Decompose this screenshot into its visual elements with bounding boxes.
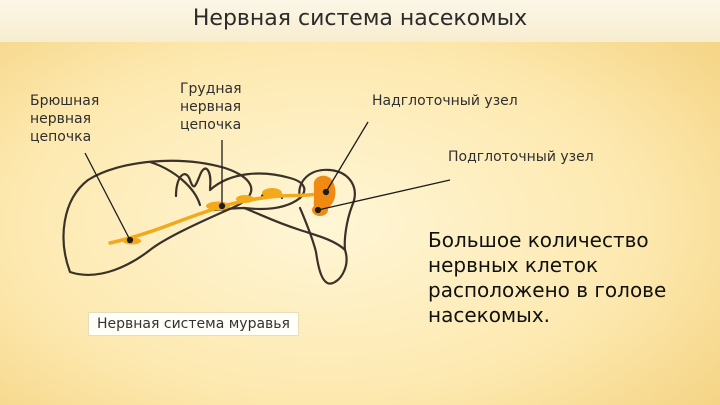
abdomen-segment-line (148, 160, 202, 207)
note-text: Большое количество нервных клеток распол… (428, 228, 667, 327)
label-supraesophageal-ganglion: Надглоточный узел (372, 93, 518, 109)
nerve-cord (108, 192, 320, 245)
label-subesophageal-ganglion: Подглоточный узел (448, 149, 594, 165)
pointer-supraesophageal (325, 121, 369, 193)
pointer-thoracic-dot (218, 202, 226, 210)
head-outline (298, 168, 356, 285)
title-band (0, 0, 720, 42)
petiole-outline (174, 167, 212, 198)
thoracic-ganglion-3 (262, 188, 282, 198)
pointer-supraesophageal-dot (322, 188, 330, 196)
pointer-subesophageal-dot (314, 206, 322, 214)
diagram-caption: Нервная система муравья (88, 312, 299, 336)
thorax-lower-outline (242, 206, 347, 252)
thoracic-ganglion-2 (236, 195, 254, 203)
pointer-abdominal (84, 152, 131, 241)
thoracic-ganglion-1 (206, 201, 230, 211)
slide-title: Нервная система насекомых (192, 6, 528, 31)
label-abdominal-chain: Брюшная нервная цепочка (30, 93, 100, 145)
label-thoracic-chain: Грудная нервная цепочка (180, 81, 242, 133)
pointer-abdominal-dot (126, 236, 134, 244)
pointer-subesophageal (317, 179, 451, 211)
abdomen-outline (62, 159, 253, 276)
